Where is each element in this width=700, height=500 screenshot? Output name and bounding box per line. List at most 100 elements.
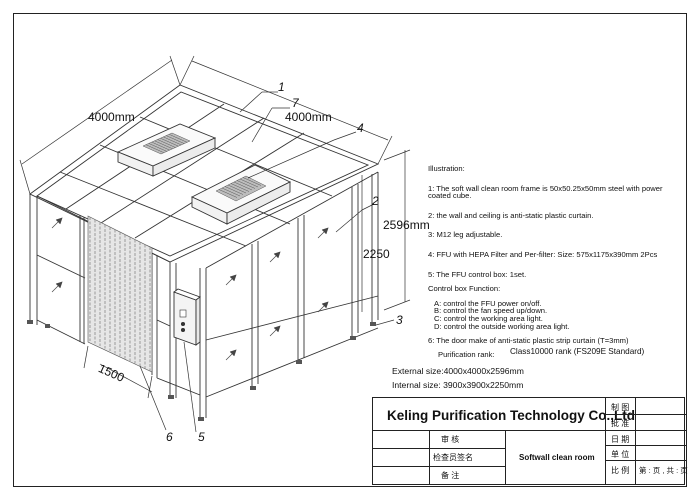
note-line: coated cube.	[428, 191, 472, 201]
grille-slat	[157, 139, 176, 148]
grille-slat	[227, 184, 247, 194]
grille-slat	[233, 181, 253, 191]
notes-heading: Illustration:	[428, 164, 465, 173]
grille-slat	[236, 180, 256, 189]
dimension-line-curtain	[99, 363, 153, 393]
right-wall-top-rail	[205, 171, 379, 269]
title-block-label: 比 例	[611, 466, 630, 475]
title-block-label: 检查员签名	[433, 453, 473, 462]
title-block-divider	[505, 430, 506, 485]
control-item: A: control the FFU power on/off.	[434, 298, 542, 308]
ceiling-grid-line	[100, 117, 265, 224]
dimension-extension-line	[179, 55, 195, 86]
adjustable-leg	[198, 417, 204, 421]
left-wall-mid-rail	[36, 254, 86, 279]
ffu-unit-1	[116, 123, 217, 177]
grille-slat	[230, 183, 250, 192]
adjustable-leg	[350, 336, 356, 340]
dimension-extension-line	[83, 345, 89, 369]
left-wall-mid-rail	[156, 319, 171, 327]
left-wall-bottom-rail	[36, 319, 86, 345]
dimension-extension-line	[383, 299, 411, 311]
title-block-label: 日 期	[611, 435, 630, 444]
adjustable-leg	[27, 320, 33, 324]
title-block-divider	[429, 430, 430, 485]
control-item: D: control the outside working area ligh…	[434, 321, 570, 331]
dimension-label-height-inner: 2250	[363, 247, 390, 261]
title-block-label: 批 准	[611, 419, 630, 428]
left-wall-bottom-rail	[156, 377, 201, 396]
sheet-number: 第 : 页 , 共 : 页	[639, 466, 688, 475]
note-line: 1: The soft wall clean room frame is 50x…	[428, 183, 663, 193]
callout-leader-4	[247, 139, 335, 179]
ffu-unit-2	[190, 164, 292, 225]
note-line: 4: FFU with HEPA Filter and Per-filter: …	[428, 249, 658, 259]
title-block-divider	[635, 397, 636, 485]
callout-number-5: 5	[198, 430, 205, 444]
grille-slat	[151, 141, 170, 151]
callout-number-1: 1	[278, 80, 285, 94]
right-wall-mid-rail	[205, 295, 379, 341]
control-box-heading: Control box Function:	[428, 284, 501, 294]
strip-curtain-door	[87, 215, 153, 373]
title-block-label: 备 注	[441, 471, 460, 480]
callout-number-4: 4	[357, 121, 364, 135]
title-block-divider	[373, 466, 505, 467]
panel-arrow-icon	[51, 217, 63, 229]
panel-arrow-icon	[269, 251, 281, 263]
panel-arrow-icon	[317, 227, 329, 239]
title-block-label: 单 位	[611, 450, 630, 459]
dimension-extension-line	[377, 135, 393, 165]
adjustable-leg	[168, 395, 174, 399]
panel-arrow-icon	[51, 281, 63, 293]
grille-slat	[218, 189, 238, 198]
note-line: 3: M12 leg adjustable.	[428, 230, 503, 240]
callout-number-3: 3	[396, 313, 403, 327]
grille-slat	[221, 187, 241, 197]
internal-size: Internal size: 3900x3900x2250mm	[392, 380, 524, 390]
illustration-notes: Illustration: 1: The soft wall clean roo…	[428, 165, 690, 345]
company-name: Keling Purification Technology Co.,Ltd	[387, 408, 635, 423]
title-block-divider	[373, 430, 605, 431]
title-block-divider	[605, 414, 686, 415]
external-size: External size:4000x4000x2596mm	[392, 366, 524, 376]
sheet-border	[13, 13, 687, 487]
dimension-label-height-total: 2596mm	[383, 218, 430, 232]
title-block-label: 审 核	[441, 435, 460, 444]
panel-arrow-icon	[225, 349, 237, 361]
title-block-divider	[605, 460, 686, 461]
adjustable-leg	[45, 324, 50, 328]
adjustable-leg	[250, 386, 256, 390]
grille-slat	[163, 136, 182, 146]
grille-slat	[160, 137, 179, 147]
grille-slat	[242, 177, 262, 186]
dimension-label-width-left: 4000mm	[88, 110, 135, 124]
adjustable-leg	[296, 360, 302, 364]
right-wall-bottom-rail	[205, 327, 379, 398]
drawing-name: Softwall clean room	[519, 453, 595, 462]
dimension-extension-line	[147, 375, 153, 399]
grille-slat	[166, 135, 185, 144]
callout-number-2: 2	[372, 194, 379, 208]
control-item: C: control the working area light.	[434, 313, 543, 323]
title-block: Keling Purification Technology Co.,Ltd 审…	[372, 397, 688, 485]
title-block-divider	[605, 430, 686, 431]
panel-arrow-icon	[269, 325, 281, 337]
note-line: 2: the wall and ceiling is anti-static p…	[428, 210, 594, 220]
callout-leader-3	[375, 319, 395, 326]
grille-slat	[145, 144, 165, 153]
grille-slat	[154, 140, 173, 150]
dimension-label-width-right: 4000mm	[285, 110, 332, 124]
callout-leader-2	[335, 209, 363, 233]
callout-leader-2	[361, 203, 375, 211]
note-line: 5: The FFU control box: 1set.	[428, 269, 527, 279]
dimension-line-width-right	[191, 60, 389, 141]
dimension-extension-line	[19, 159, 31, 195]
grille-slat	[239, 178, 259, 188]
title-block-divider	[605, 445, 686, 446]
dimension-extension-line	[169, 55, 181, 86]
panel-arrow-icon	[225, 274, 237, 286]
panel-arrow-icon	[317, 301, 329, 313]
